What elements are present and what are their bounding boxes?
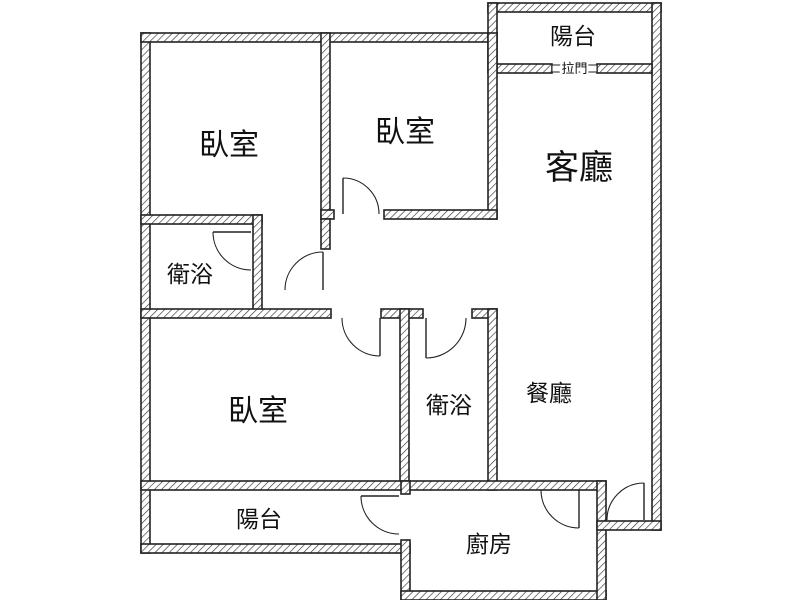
kitchen-wall-bottom: [400, 590, 607, 600]
balcony-top-wall-top: [487, 2, 662, 13]
balcony-top-wall-bottom-left: [496, 63, 553, 74]
kitchen-wall-right: [596, 480, 607, 600]
outer-wall-right: [651, 2, 662, 531]
label-bedroom-top-mid: 臥室: [375, 115, 435, 150]
dining-wall-bottom: [596, 520, 662, 531]
balcony-bottom-wall-right-bottom: [400, 539, 411, 600]
balcony-bottom-wall-bottom: [140, 543, 411, 554]
door-bedroom-mid[interactable]: [342, 177, 380, 215]
label-balcony-top: 陽台: [550, 24, 596, 50]
bath-mid-wall-left: [399, 308, 410, 491]
bath-left-wall-top: [140, 214, 263, 225]
outer-wall-left: [140, 32, 151, 554]
door-bedroom-bottom[interactable]: [341, 317, 381, 357]
balcony-top-wall-bottom-right: [596, 63, 653, 74]
label-bath-left: 衛浴: [167, 262, 213, 288]
bath-mid-wall-right: [487, 308, 498, 491]
door-entry[interactable]: [606, 482, 645, 521]
label-bath-mid: 衛浴: [426, 393, 472, 419]
label-dining-room: 餐廳: [526, 381, 572, 407]
bedroom-mid-wall-right: [487, 32, 498, 220]
room-labels: 臥室 臥室 客廳 陽台 衛浴 臥室 衛浴 餐廳 陽台 廚房: [167, 24, 613, 558]
door-bedroom-left[interactable]: [284, 251, 324, 291]
label-bedroom-top-left: 臥室: [199, 128, 259, 163]
doors: [212, 177, 645, 535]
label-kitchen: 廚房: [466, 532, 512, 558]
bath-left-wall-right: [252, 214, 263, 311]
sliding-door[interactable]: 拉門: [551, 60, 598, 79]
outer-wall-top-left: [140, 32, 498, 43]
label-living-room: 客廳: [545, 148, 613, 188]
walls: [140, 2, 662, 600]
label-balcony-bottom: 陽台: [236, 507, 282, 533]
door-kitchen[interactable]: [540, 489, 580, 529]
balcony-bottom-wall-top: [140, 480, 607, 491]
bedroom-divider-wall: [320, 32, 331, 220]
door-bath-mid[interactable]: [425, 317, 467, 359]
middle-wall-left: [140, 308, 332, 319]
bedroom-mid-wall-bottom-left: [320, 209, 335, 220]
hall-wall-stub: [320, 218, 331, 250]
sliding-door-label: 拉門: [561, 62, 587, 77]
door-balcony-bottom[interactable]: [360, 495, 400, 535]
label-bedroom-bottom: 臥室: [228, 394, 288, 429]
door-bath-left[interactable]: [212, 231, 252, 271]
balcony-bottom-wall-right-top: [400, 480, 411, 495]
bedroom-mid-wall-bottom-right: [383, 209, 498, 220]
